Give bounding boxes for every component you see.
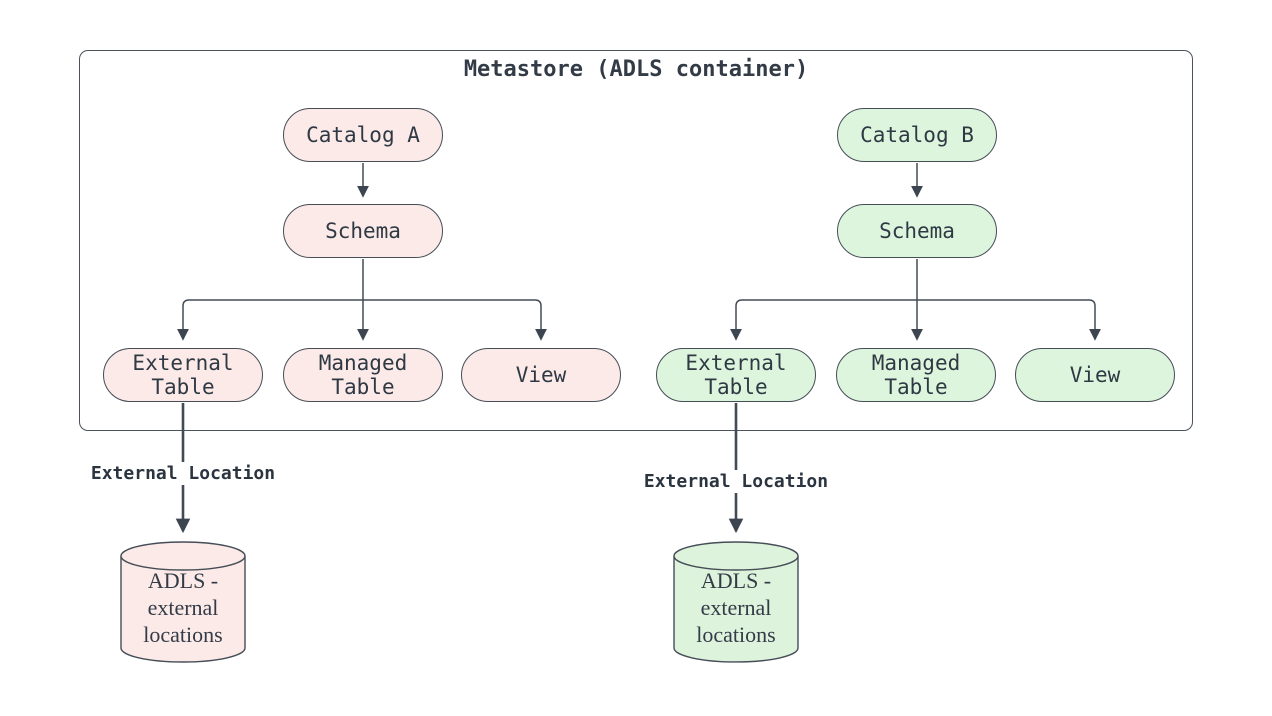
node-schema-b: Schema — [837, 204, 997, 258]
node-external-table-a: External Table — [103, 348, 263, 402]
node-managed-table-a: Managed Table — [283, 348, 443, 402]
edge-label-external-location-b: External Location — [640, 470, 832, 493]
edge-label-external-location-a: External Location — [87, 462, 279, 485]
adls-cylinder-a — [120, 541, 246, 663]
node-schema-a: Schema — [283, 204, 443, 258]
adls-cylinder-b-label: ADLS - external locations — [696, 568, 776, 647]
arrow-schema-b-to-external-table — [730, 299, 917, 341]
node-catalog-a: Catalog A — [283, 108, 443, 162]
node-catalog-b: Catalog B — [837, 108, 997, 162]
node-managed-table-b: Managed Table — [836, 348, 996, 402]
adls-cylinder-b — [673, 541, 799, 663]
node-view-b: View — [1015, 348, 1175, 402]
arrow-schema-a-to-external-table — [177, 299, 363, 341]
arrow-schema-b-to-view — [917, 299, 1101, 341]
node-external-table-b: External Table — [656, 348, 816, 402]
node-view-a: View — [461, 348, 621, 402]
arrow-schema-a-to-view — [363, 299, 547, 341]
metastore-container-box — [79, 50, 1193, 431]
adls-cylinder-a-label: ADLS - external locations — [143, 568, 223, 647]
metastore-title: Metastore (ADLS container) — [463, 57, 809, 82]
